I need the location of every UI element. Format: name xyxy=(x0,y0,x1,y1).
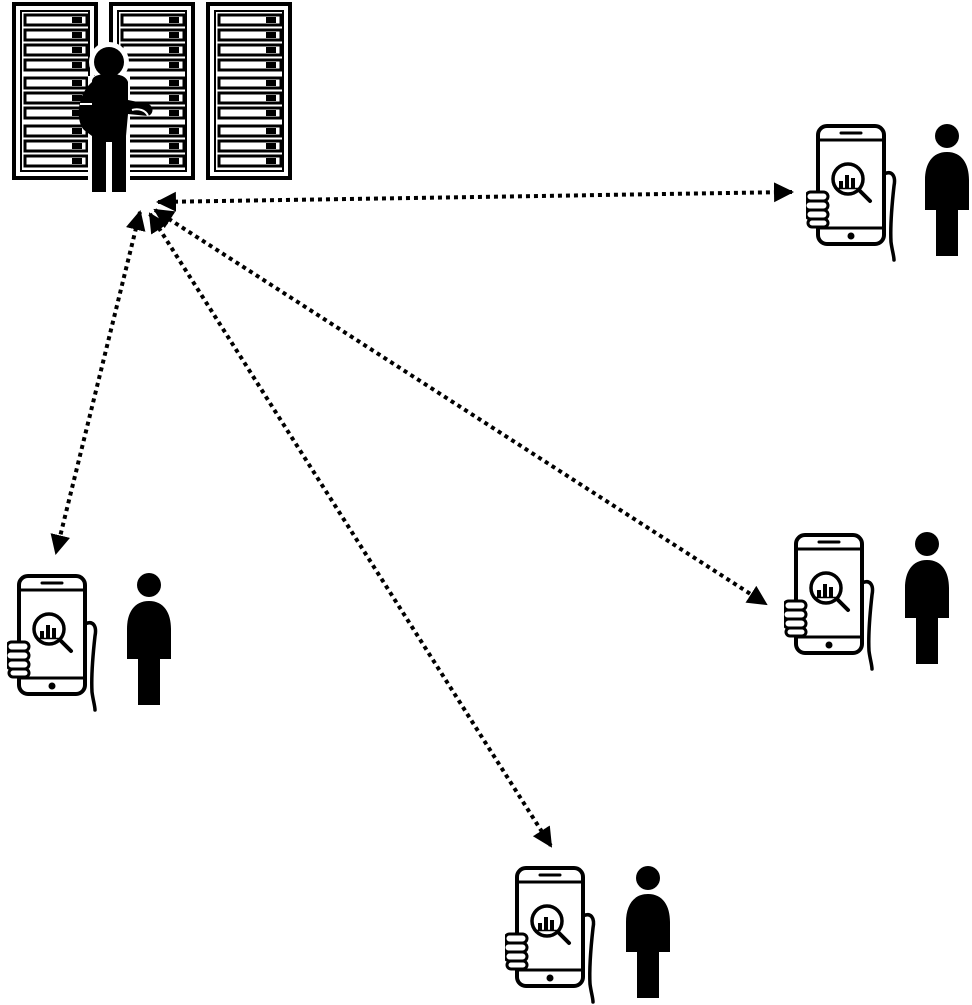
administrator-person-icon xyxy=(78,42,153,194)
hand-holding-phone-icon xyxy=(505,866,596,1004)
server-rack-icon xyxy=(206,2,292,180)
person-icon xyxy=(626,866,670,998)
server-hub xyxy=(12,2,292,194)
person-icon xyxy=(905,532,949,664)
connections xyxy=(50,182,794,848)
hand-holding-phone-icon xyxy=(7,574,98,712)
connection-hub-client-3 xyxy=(153,208,768,606)
connection-hub-client-1 xyxy=(156,182,794,212)
connection-hub-client-2 xyxy=(50,210,146,555)
connection-hub-client-4 xyxy=(148,212,553,848)
hand-holding-phone-icon xyxy=(784,533,875,671)
person-icon xyxy=(127,573,171,705)
server-rack-icon xyxy=(12,2,98,180)
client-device-1 xyxy=(806,124,969,262)
client-device-4 xyxy=(505,866,670,1004)
client-device-2 xyxy=(7,573,171,712)
person-icon xyxy=(925,124,969,256)
hand-holding-phone-icon xyxy=(806,124,897,262)
client-device-3 xyxy=(784,532,949,671)
